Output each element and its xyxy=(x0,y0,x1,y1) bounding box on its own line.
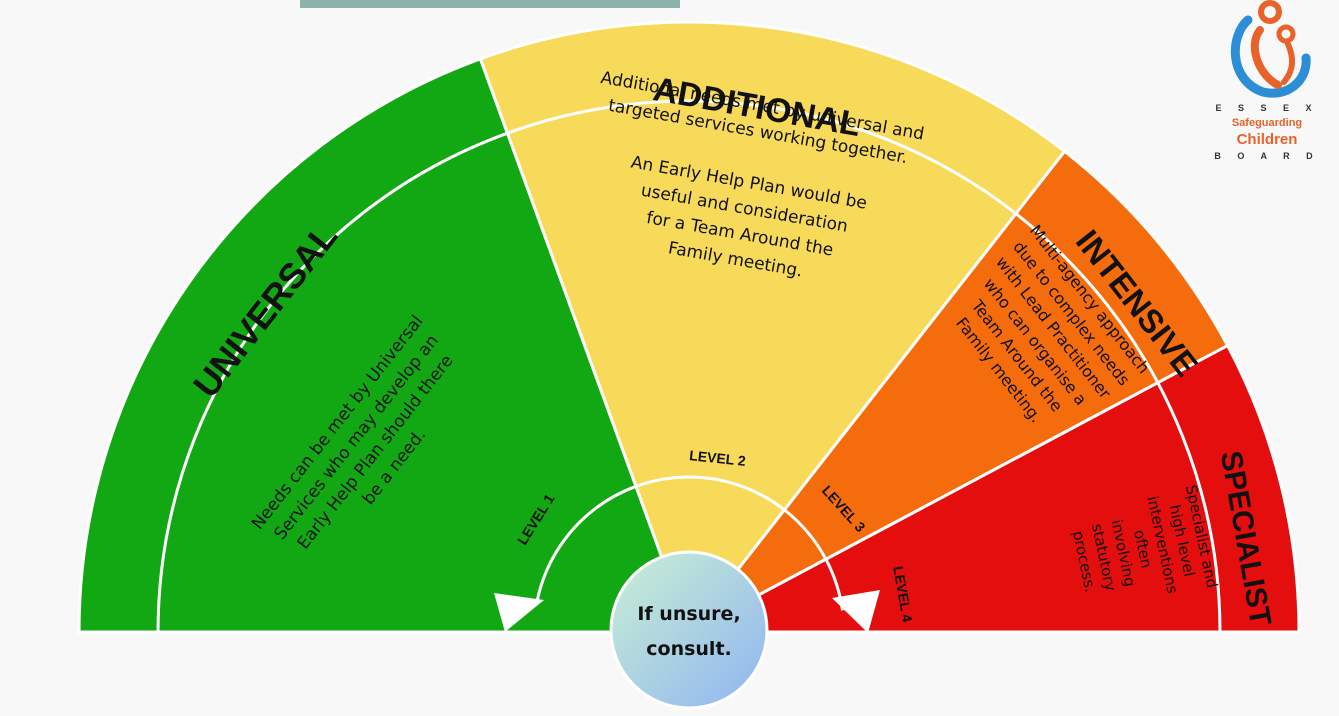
specialist-sector xyxy=(688,343,1301,634)
inner-divider-arc xyxy=(156,99,1222,633)
level3-arrowhead-icon xyxy=(832,590,880,633)
level-arrow-arc xyxy=(535,475,844,611)
level2-label: LEVEL 2 xyxy=(689,447,747,469)
intensive-sector xyxy=(687,149,1230,634)
essex-safeguarding-logo: E S S E X Safeguarding Children B O A R … xyxy=(1208,0,1326,180)
logo-children-text: Children xyxy=(1236,131,1298,148)
logo-board-text: B O A R D xyxy=(1214,151,1320,161)
consult-line2: consult. xyxy=(646,638,732,660)
logo-essex-text: E S S E X xyxy=(1215,103,1319,113)
universal-sector xyxy=(77,56,692,634)
cropped-title-remnant xyxy=(300,0,680,8)
consult-line1: If unsure, xyxy=(637,603,740,625)
consult-circle xyxy=(609,550,769,710)
family-figures-icon xyxy=(1230,0,1311,98)
logo-safeguarding-text: Safeguarding xyxy=(1231,117,1303,129)
additional-sector xyxy=(478,20,1067,636)
level1-arrowhead-icon xyxy=(494,593,544,632)
